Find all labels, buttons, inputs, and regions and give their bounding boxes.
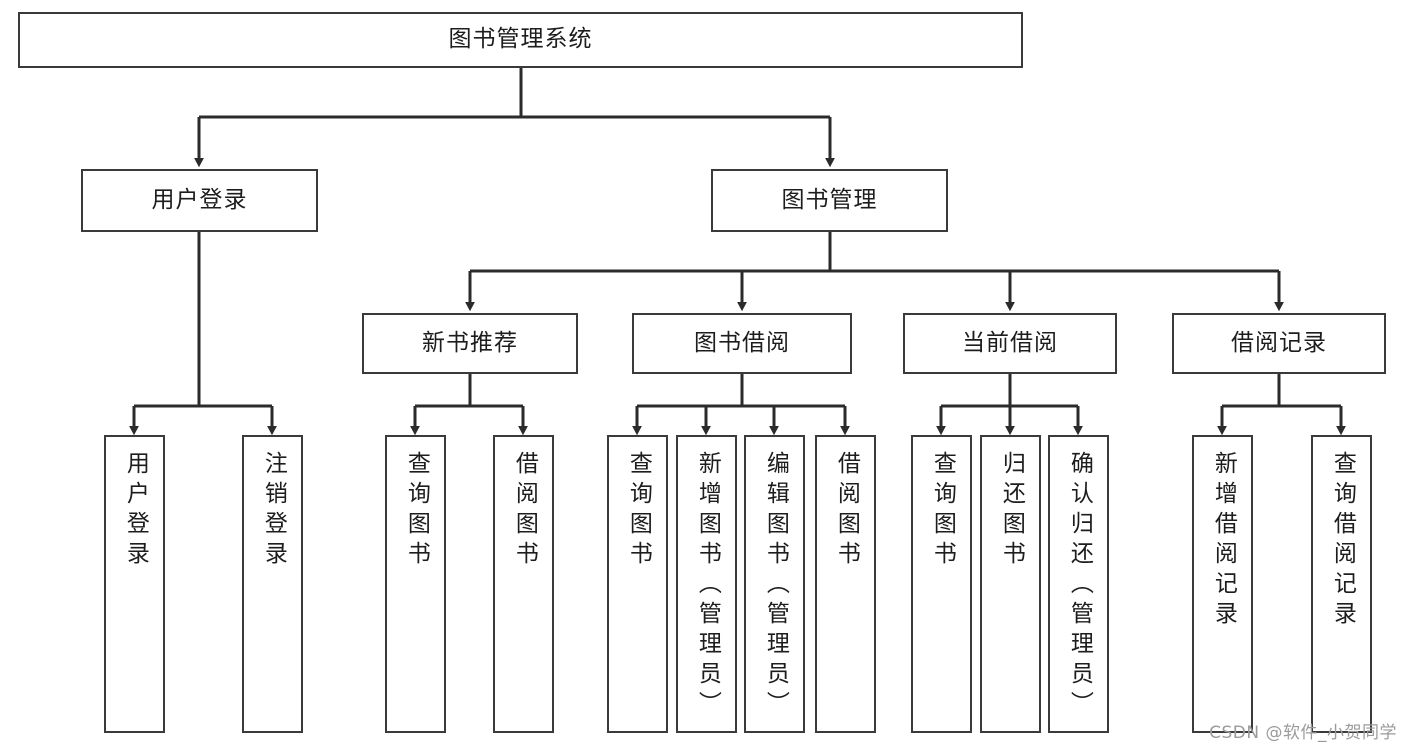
node-user-login-label: 用户登录 bbox=[151, 186, 248, 213]
node-root[interactable]: 图书管理系统 bbox=[18, 12, 1023, 68]
node-leaf-query-record[interactable]: 查询借阅记录 bbox=[1311, 435, 1372, 733]
node-book-borrow-label: 图书借阅 bbox=[694, 329, 790, 356]
node-leaf-return-book-label: 归还图书 bbox=[998, 451, 1025, 571]
node-leaf-add-book-label: 新增图书（管理员） bbox=[694, 451, 721, 721]
node-current-borrow[interactable]: 当前借阅 bbox=[903, 313, 1117, 374]
node-root-label: 图书管理系统 bbox=[448, 26, 593, 53]
node-leaf-add-record[interactable]: 新增借阅记录 bbox=[1192, 435, 1253, 733]
node-borrow-record-label: 借阅记录 bbox=[1231, 329, 1327, 356]
node-leaf-edit-book-label: 编辑图书（管理员） bbox=[762, 451, 789, 721]
node-leaf-query-record-label: 查询借阅记录 bbox=[1329, 451, 1356, 631]
node-leaf-user-login[interactable]: 用户登录 bbox=[104, 435, 165, 733]
node-leaf-user-login-label: 用户登录 bbox=[122, 451, 149, 571]
node-borrow-record[interactable]: 借阅记录 bbox=[1172, 313, 1386, 374]
node-leaf-user-logout-label: 注销登录 bbox=[260, 451, 287, 571]
node-leaf-confirm-return[interactable]: 确认归还（管理员） bbox=[1048, 435, 1109, 733]
node-leaf-user-logout[interactable]: 注销登录 bbox=[242, 435, 303, 733]
node-leaf-query-book-3[interactable]: 查询图书 bbox=[911, 435, 972, 733]
node-leaf-add-record-label: 新增借阅记录 bbox=[1210, 451, 1237, 631]
node-leaf-query-book-3-label: 查询图书 bbox=[929, 451, 956, 571]
node-leaf-confirm-return-label: 确认归还（管理员） bbox=[1066, 451, 1093, 721]
node-leaf-borrow-book-1-label: 借阅图书 bbox=[511, 451, 538, 571]
node-leaf-query-book-2-label: 查询图书 bbox=[625, 451, 652, 571]
node-leaf-query-book-1[interactable]: 查询图书 bbox=[385, 435, 446, 733]
node-user-login[interactable]: 用户登录 bbox=[81, 169, 318, 232]
node-book-manage[interactable]: 图书管理 bbox=[711, 169, 948, 232]
node-leaf-return-book[interactable]: 归还图书 bbox=[980, 435, 1041, 733]
node-book-manage-label: 图书管理 bbox=[781, 186, 878, 213]
node-leaf-edit-book[interactable]: 编辑图书（管理员） bbox=[744, 435, 805, 733]
node-new-book-rec-label: 新书推荐 bbox=[422, 329, 518, 356]
node-book-borrow[interactable]: 图书借阅 bbox=[632, 313, 852, 374]
node-current-borrow-label: 当前借阅 bbox=[962, 329, 1058, 356]
node-leaf-add-book[interactable]: 新增图书（管理员） bbox=[676, 435, 737, 733]
node-leaf-query-book-2[interactable]: 查询图书 bbox=[607, 435, 668, 733]
node-leaf-borrow-book-1[interactable]: 借阅图书 bbox=[493, 435, 554, 733]
node-leaf-query-book-1-label: 查询图书 bbox=[403, 451, 430, 571]
node-leaf-borrow-book-2-label: 借阅图书 bbox=[833, 451, 860, 571]
node-leaf-borrow-book-2[interactable]: 借阅图书 bbox=[815, 435, 876, 733]
node-new-book-rec[interactable]: 新书推荐 bbox=[362, 313, 578, 374]
